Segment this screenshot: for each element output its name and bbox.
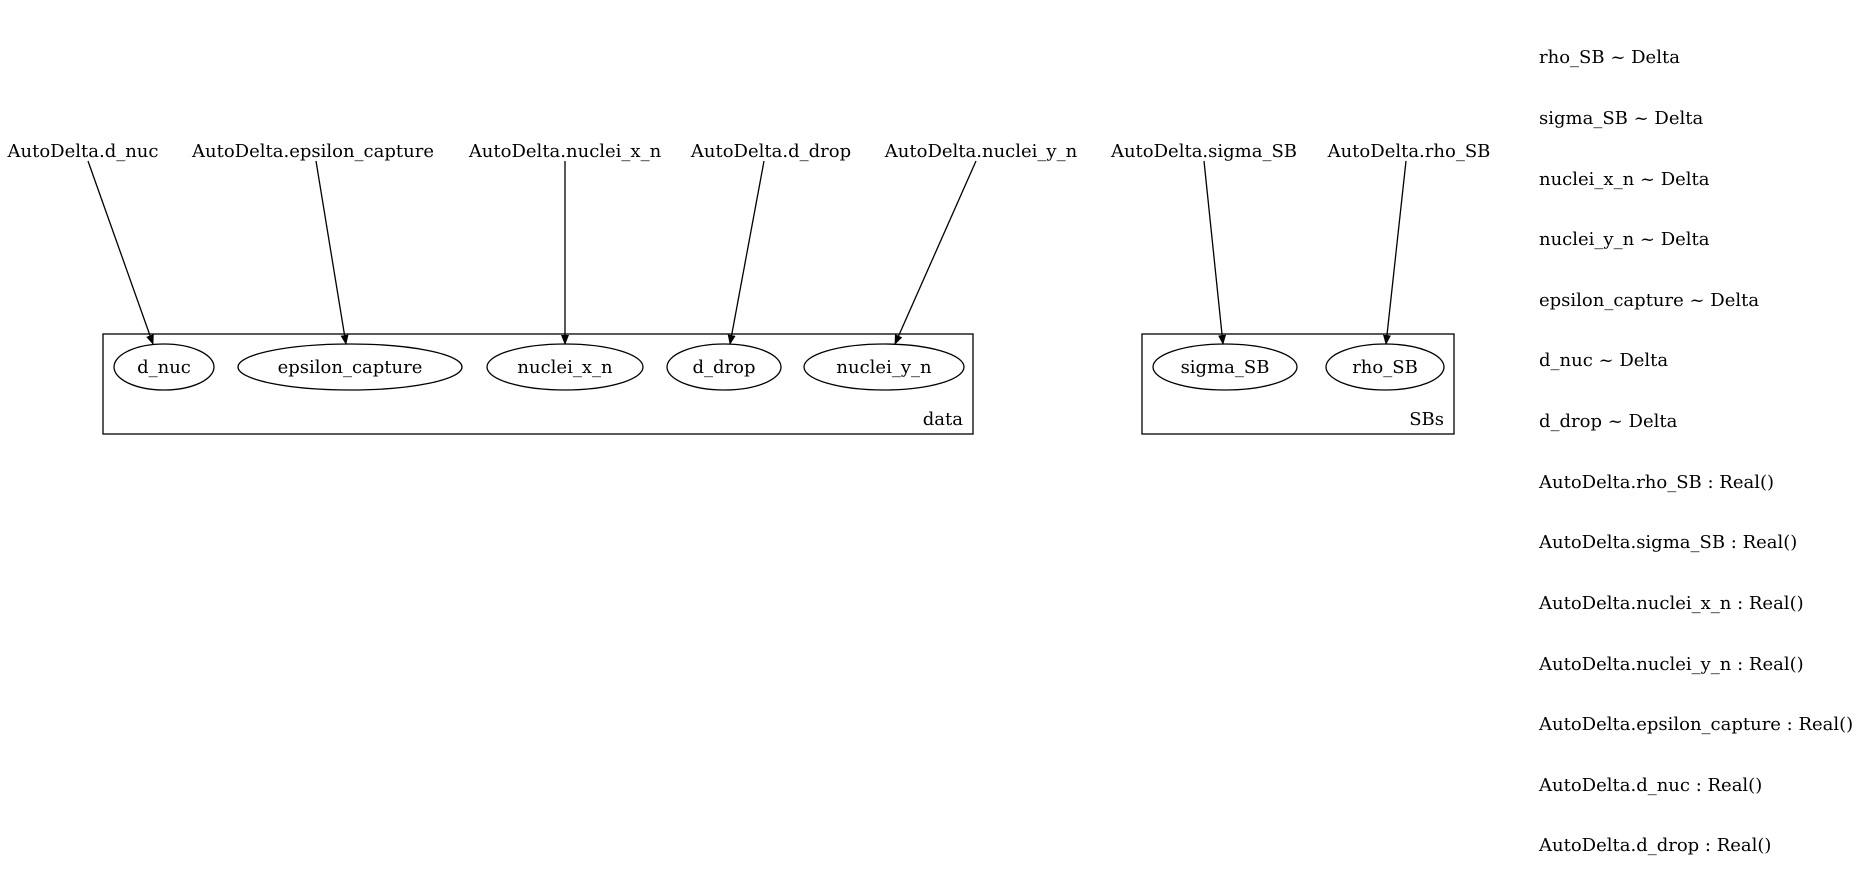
param-label-rho-sb: AutoDelta.rho_SB: [1327, 141, 1491, 162]
plate-label-sbs: SBs: [1409, 409, 1444, 430]
model-graph: data SBs AutoDelta.d_nuc AutoDelta.epsil…: [7, 141, 1491, 435]
edge-d-drop: [727, 160, 765, 345]
node-d-nuc: d_nuc: [113, 343, 215, 391]
param-label-nuclei-y-n: AutoDelta.nuclei_y_n: [884, 141, 1078, 162]
plate-label-data: data: [923, 409, 963, 430]
param-label-nuclei-x-n: AutoDelta.nuclei_x_n: [468, 141, 662, 162]
node-label-nuclei-x-n: nuclei_x_n: [517, 357, 613, 378]
node-label-rho-sb: rho_SB: [1352, 357, 1418, 378]
plate-sbs: SBs: [1141, 333, 1455, 435]
legend-line: d_nuc ~ Delta: [1539, 350, 1669, 372]
node-nuclei-y-n: nuclei_y_n: [803, 343, 965, 391]
legend-line: rho_SB ~ Delta: [1539, 47, 1680, 69]
node-label-nuclei-y-n: nuclei_y_n: [836, 357, 932, 378]
legend-line: AutoDelta.nuclei_y_n : Real(): [1539, 653, 1804, 675]
edge-rho-sb: [1383, 160, 1407, 345]
legend-line: nuclei_x_n ~ Delta: [1539, 168, 1710, 190]
param-label-d-drop: AutoDelta.d_drop: [690, 141, 851, 162]
legend-line: epsilon_capture ~ Delta: [1539, 289, 1760, 311]
node-sigma-sb: sigma_SB: [1152, 343, 1298, 391]
node-label-d-drop: d_drop: [692, 357, 755, 378]
node-epsilon-capture: epsilon_capture: [237, 343, 463, 391]
param-label-sigma-sb: AutoDelta.sigma_SB: [1110, 141, 1297, 162]
edge-nuclei-y-n: [894, 160, 977, 345]
nodes: d_nuc epsilon_capture nuclei_x_n d_drop …: [113, 343, 1445, 391]
param-label-d-nuc: AutoDelta.d_nuc: [7, 141, 159, 162]
legend-line: d_drop ~ Delta: [1539, 411, 1678, 433]
legend-line: AutoDelta.d_nuc : Real(): [1539, 774, 1763, 796]
node-d-drop: d_drop: [666, 343, 782, 391]
distribution-legend: rho_SB ~ Delta sigma_SB ~ Delta nuclei_x…: [1539, 8, 1853, 877]
node-label-epsilon-capture: epsilon_capture: [278, 357, 423, 378]
edges: [87, 160, 1407, 345]
edge-d-nuc: [87, 160, 154, 345]
legend-line: sigma_SB ~ Delta: [1539, 108, 1704, 130]
legend-line: AutoDelta.sigma_SB : Real(): [1539, 532, 1798, 554]
plate-data: data: [102, 333, 974, 435]
legend-line: AutoDelta.d_drop : Real(): [1539, 835, 1772, 857]
param-label-epsilon-capture: AutoDelta.epsilon_capture: [191, 141, 434, 162]
node-nuclei-x-n: nuclei_x_n: [486, 343, 644, 391]
node-label-sigma-sb: sigma_SB: [1181, 357, 1270, 378]
node-label-d-nuc: d_nuc: [137, 357, 191, 378]
legend-line: AutoDelta.nuclei_x_n : Real(): [1539, 592, 1804, 614]
legend-line: AutoDelta.epsilon_capture : Real(): [1539, 714, 1854, 736]
legend-line: nuclei_y_n ~ Delta: [1539, 229, 1710, 251]
edge-sigma-sb: [1203, 160, 1227, 345]
legend-line: AutoDelta.rho_SB : Real(): [1539, 471, 1775, 493]
edge-epsilon-capture: [315, 160, 349, 345]
node-rho-sb: rho_SB: [1325, 343, 1445, 391]
parameter-labels: AutoDelta.d_nuc AutoDelta.epsilon_captur…: [7, 141, 1491, 162]
